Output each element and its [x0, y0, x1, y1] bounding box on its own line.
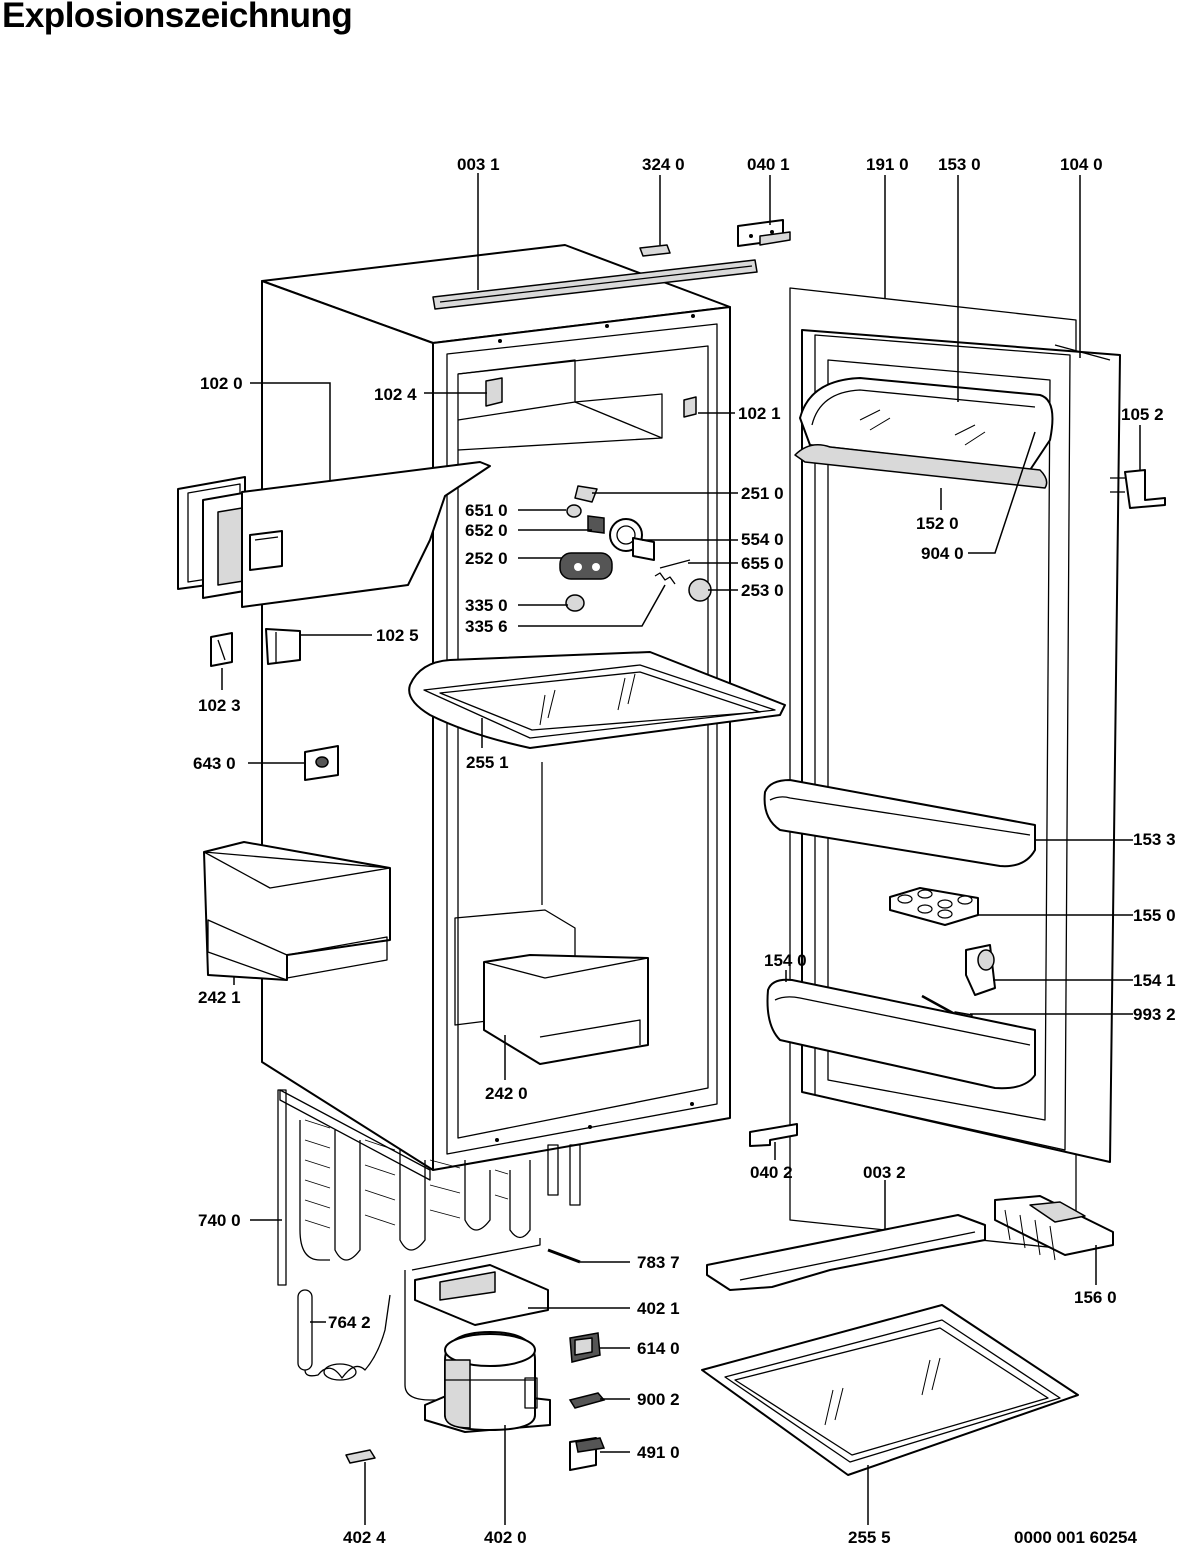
label-102-5: 102 5	[376, 626, 419, 645]
label-764-2: 764 2	[328, 1313, 371, 1332]
label-242-1: 242 1	[198, 988, 241, 1007]
label-643-0: 643 0	[193, 754, 236, 773]
compressor-402-0	[404, 1238, 551, 1433]
clip-900-2	[568, 1392, 606, 1409]
label-491-0: 491 0	[637, 1443, 680, 1462]
label-156-0: 156 0	[1074, 1288, 1117, 1307]
door-shelf-154-0	[766, 978, 1036, 1090]
egg-tray-155-0	[889, 887, 979, 926]
label-740-0: 740 0	[198, 1211, 241, 1230]
part-102-3	[210, 632, 233, 667]
label-402-4: 402 4	[343, 1528, 386, 1547]
label-255-5: 255 5	[848, 1528, 891, 1547]
bottom-bracket-003-2	[706, 1214, 986, 1291]
hinge-bracket-040-2	[749, 1123, 798, 1147]
label-003-1: 003 1	[457, 155, 500, 174]
label-152-0: 152 0	[916, 514, 959, 533]
label-253-0: 253 0	[741, 581, 784, 600]
label-655-0: 655 0	[741, 554, 784, 573]
compressor-mount-402-1	[414, 1264, 549, 1326]
relay-614-0	[569, 1332, 601, 1363]
butter-compartment-153-0	[794, 377, 1054, 489]
capillary-764-2	[297, 1289, 391, 1381]
pipe-783-7	[547, 1248, 581, 1264]
fridge-door	[801, 329, 1121, 1163]
hinge-105-2	[1110, 469, 1166, 509]
part-102-5	[265, 628, 301, 665]
label-104-0: 104 0	[1060, 155, 1103, 174]
label-255-1: 255 1	[466, 753, 509, 772]
label-402-0: 402 0	[484, 1528, 527, 1547]
label-155-0: 155 0	[1133, 906, 1176, 925]
freezer-box-242-1	[203, 841, 391, 981]
label-251-0: 251 0	[741, 484, 784, 503]
label-003-2: 003 2	[863, 1163, 906, 1182]
label-154-0: 154 0	[764, 951, 807, 970]
label-191-0: 191 0	[866, 155, 909, 174]
bottle-holder-154-1	[965, 944, 996, 996]
vegetable-drawer-242-0	[483, 954, 649, 1065]
label-900-2: 900 2	[637, 1390, 680, 1409]
label-993-2: 993 2	[1133, 1005, 1176, 1024]
label-402-1: 402 1	[637, 1299, 680, 1318]
part-102-4	[485, 377, 503, 407]
clip-402-4	[345, 1449, 376, 1464]
document-number: 0000 001 60254	[1014, 1528, 1137, 1547]
part-643-0	[304, 745, 339, 781]
freezer-door-assembly	[177, 461, 491, 608]
connector-491-0	[569, 1437, 606, 1471]
label-335-6: 335 6	[465, 617, 508, 636]
glass-shelf-255-5	[701, 1304, 1079, 1476]
label-153-3: 153 3	[1133, 830, 1176, 849]
label-554-0: 554 0	[741, 530, 784, 549]
glass-shelf-255-1	[408, 651, 786, 749]
label-242-0: 242 0	[485, 1084, 528, 1103]
label-324-0: 324 0	[642, 155, 685, 174]
label-335-0: 335 0	[465, 596, 508, 615]
page-title: Explosionszeichnung	[2, 0, 353, 35]
label-154-1: 154 1	[1133, 971, 1176, 990]
label-102-3: 102 3	[198, 696, 241, 715]
part-102-1	[683, 396, 697, 418]
label-614-0: 614 0	[637, 1339, 680, 1358]
ice-tray-156-0	[994, 1195, 1114, 1261]
label-783-7: 783 7	[637, 1253, 680, 1272]
label-153-0: 153 0	[938, 155, 981, 174]
label-252-0: 252 0	[465, 549, 508, 568]
door-shelf-153-3	[763, 779, 1036, 868]
top-cover-strip	[432, 259, 758, 310]
label-102-4: 102 4	[374, 385, 417, 404]
part-labels: 003 1 324 0 040 1 191 0 153 0 104 0 102 …	[193, 155, 1176, 1547]
label-102-0: 102 0	[200, 374, 243, 393]
label-105-2: 105 2	[1121, 405, 1164, 424]
label-040-2: 040 2	[750, 1163, 793, 1182]
thermostat-assembly	[559, 485, 712, 612]
label-904-0: 904 0	[921, 544, 964, 563]
hinge-bracket-top	[737, 219, 791, 247]
label-652-0: 652 0	[465, 521, 508, 540]
leader-lines	[221, 173, 1141, 1525]
label-040-1: 040 1	[747, 155, 790, 174]
label-102-1: 102 1	[738, 404, 781, 423]
label-651-0: 651 0	[465, 501, 508, 520]
clip-324	[639, 244, 671, 257]
condenser-740-0	[299, 1119, 581, 1261]
